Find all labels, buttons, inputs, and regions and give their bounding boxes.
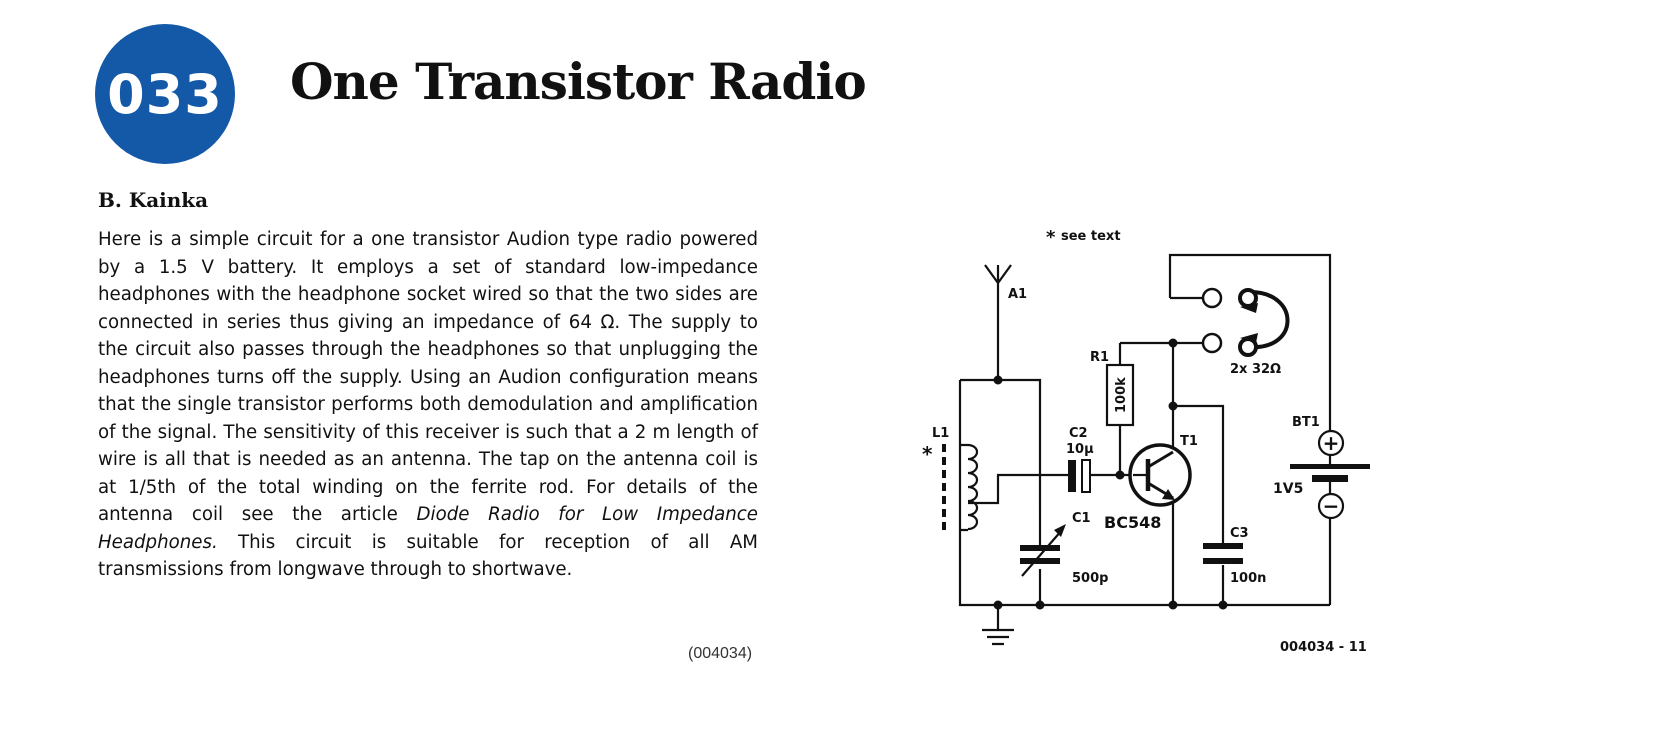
c2-label: C2 [1069,426,1088,441]
c1-value: 500p [1072,571,1108,586]
article-number: 033 [107,62,223,126]
see-text-star: * [1046,227,1056,248]
resistor-r1-symbol [1105,363,1135,427]
coil-star: * [922,442,933,466]
see-text-note: see text [1061,229,1121,244]
battery-label: BT1 [1292,415,1320,430]
article-title: One Transistor Radio [290,52,867,111]
circuit-schematic: * see text A1 L1 * C2 10µ C1 500p R1 100… [922,227,1370,655]
transistor-t1-symbol [1128,443,1192,507]
antenna-label: A1 [1008,287,1027,302]
referenced-article-title: Diode Radio for Low Impedance Headphones… [98,504,758,553]
battery-bt1-symbol [1290,429,1370,520]
c2-value: 10µ [1066,442,1094,457]
c1-label: C1 [1072,511,1091,526]
schematic-wires [958,253,1332,646]
headphone-socket-symbol [1201,287,1223,354]
c3-label: C3 [1230,526,1249,541]
body-text-part-2: This circuit is suitable for reception o… [98,531,758,581]
t1-type: BC548 [1104,513,1161,532]
article-reference-code: (004034) [688,645,753,662]
coil-l1-symbol [967,443,979,531]
headphones-label: 2x 32Ω [1230,362,1281,377]
figure-code: 004034 - 11 [1280,640,1367,655]
r1-label: R1 [1090,350,1109,365]
coil-label: L1 [932,426,949,441]
battery-minus: − [1323,494,1340,518]
headphones-symbol [1238,288,1290,357]
article-number-badge: 033 [95,24,235,164]
t1-label: T1 [1180,434,1198,449]
r1-value: 100k [1114,377,1129,413]
author-name: B. Kainka [98,188,209,212]
c3-value: 100n [1230,571,1266,586]
junction-dots [993,338,1228,610]
capacitor-c2-symbol [1068,459,1091,493]
battery-plus: + [1323,431,1340,455]
battery-value: 1V5 [1273,481,1303,497]
capacitor-c1-variable-symbol [1020,508,1066,577]
capacitor-c3-symbol [1203,543,1243,564]
body-text-part-1: Here is a simple circuit for a one trans… [98,229,758,525]
article-body: Here is a simple circuit for a one trans… [98,226,758,584]
